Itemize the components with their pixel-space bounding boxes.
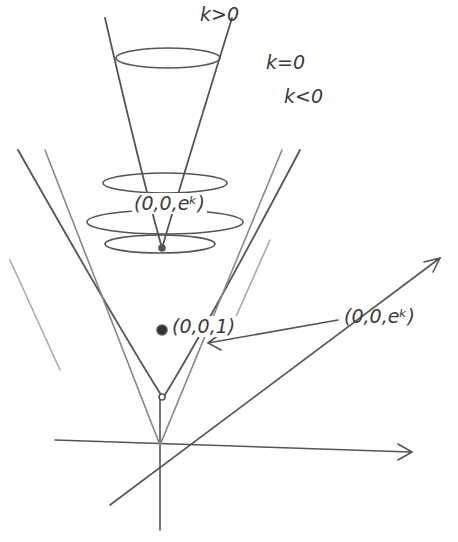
surface-label: k>0	[200, 4, 239, 25]
shading-strokes	[10, 240, 270, 370]
vertex-dot	[159, 245, 165, 251]
surface-label: k<0	[284, 86, 323, 107]
z-axis	[159, 400, 161, 530]
point-dot	[157, 325, 167, 335]
surface-k-positive	[105, 18, 232, 248]
cone-k-zero	[45, 150, 282, 445]
surface-label: k=0	[266, 52, 305, 73]
point-label: (0,0,1)	[170, 316, 237, 337]
point-label: (0,0,eᵏ)	[344, 306, 415, 327]
cross-section	[116, 48, 220, 68]
cross-section	[103, 173, 227, 193]
cross-section	[105, 235, 215, 253]
y-axis	[55, 440, 412, 460]
point-label: (0,0,eᵏ)	[132, 193, 207, 214]
vertex-dot	[159, 394, 165, 400]
x-axis	[110, 258, 440, 505]
